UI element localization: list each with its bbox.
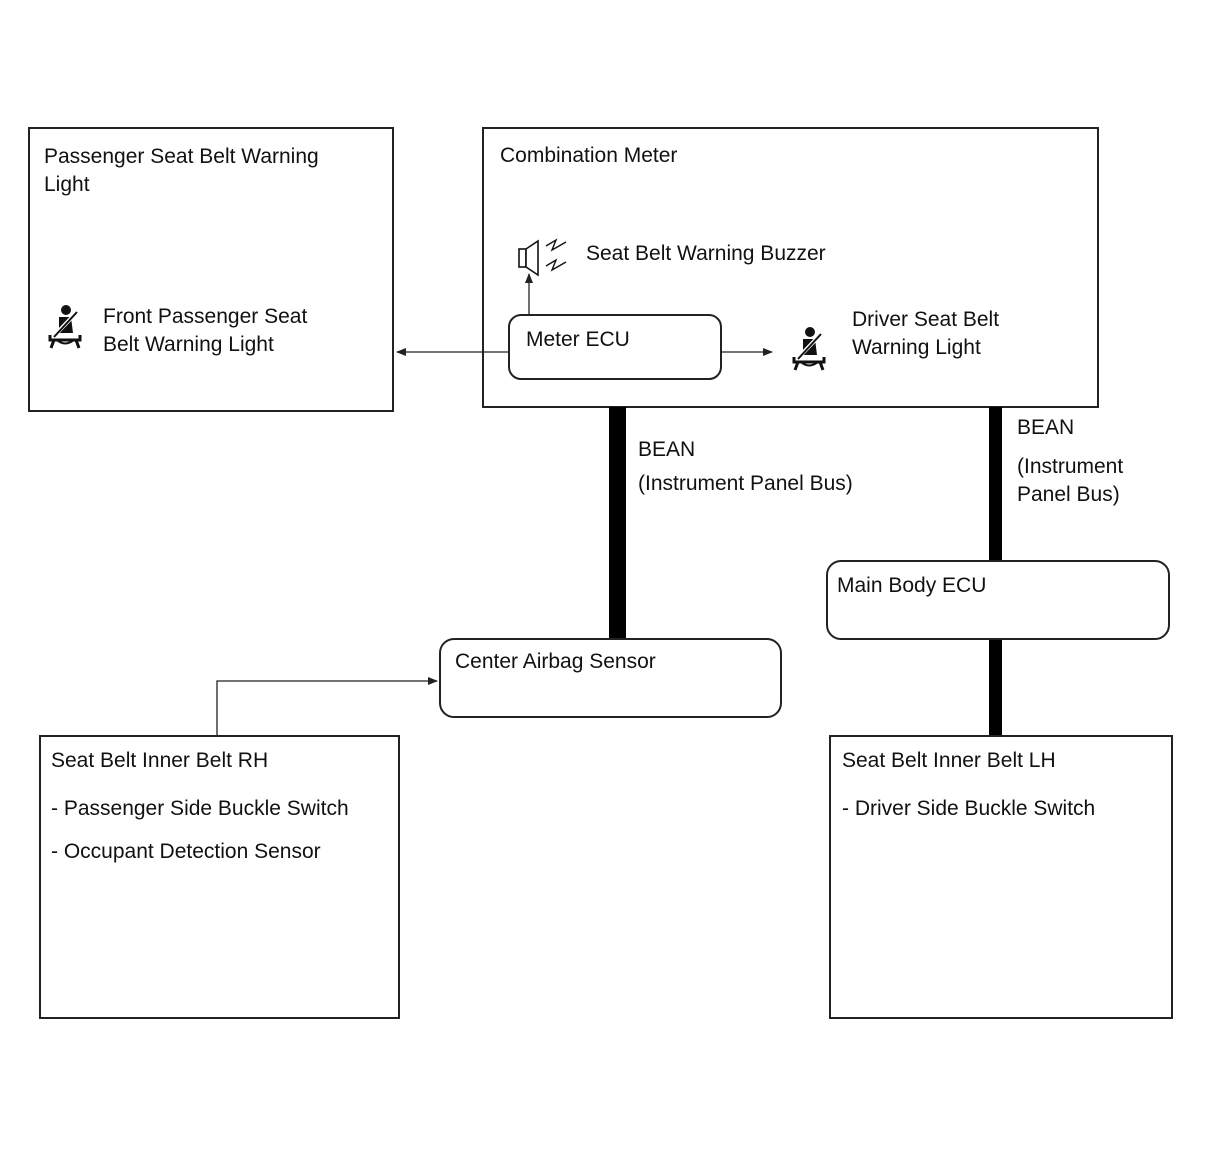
driver-light-label-2: Warning Light xyxy=(852,336,981,359)
meter-ecu-label: Meter ECU xyxy=(526,328,630,351)
inner-belt-rh-item: - Occupant Detection Sensor xyxy=(51,840,321,863)
rh-to-airbag-arrow xyxy=(216,677,438,736)
passenger-warning-light-title-1: Passenger Seat Belt Warning xyxy=(44,145,319,168)
meter-ecu-box xyxy=(508,314,722,380)
bean-bus-center xyxy=(609,407,626,639)
main-body-ecu-label: Main Body ECU xyxy=(837,574,986,597)
front-passenger-light-label-2: Belt Warning Light xyxy=(103,333,274,356)
front-passenger-light-label-1: Front Passenger Seat xyxy=(103,305,307,328)
inner-belt-rh-box xyxy=(39,735,400,1019)
passenger-warning-light-box xyxy=(28,127,394,412)
combination-meter-title: Combination Meter xyxy=(500,144,677,167)
bean-bus-right-lower xyxy=(989,640,1002,736)
inner-belt-rh-item: - Passenger Side Buckle Switch xyxy=(51,797,349,820)
inner-belt-rh-title: Seat Belt Inner Belt RH xyxy=(51,749,268,772)
bus-center-label-1: BEAN xyxy=(638,438,695,461)
center-airbag-sensor-label: Center Airbag Sensor xyxy=(455,650,656,673)
bean-bus-right-upper xyxy=(989,407,1002,561)
inner-belt-lh-box xyxy=(829,735,1173,1019)
center-airbag-sensor-box xyxy=(439,638,782,718)
bus-right-label-2: (Instrument xyxy=(1017,455,1123,478)
main-body-ecu-box xyxy=(826,560,1170,640)
driver-light-label-1: Driver Seat Belt xyxy=(852,308,999,331)
inner-belt-lh-title: Seat Belt Inner Belt LH xyxy=(842,749,1056,772)
bus-right-label-3: Panel Bus) xyxy=(1017,483,1120,506)
bus-right-label-1: BEAN xyxy=(1017,416,1074,439)
passenger-warning-light-title-2: Light xyxy=(44,173,90,196)
bus-center-label-2: (Instrument Panel Bus) xyxy=(638,472,853,495)
buzzer-label: Seat Belt Warning Buzzer xyxy=(586,242,826,265)
speaker-icon xyxy=(518,238,567,277)
inner-belt-lh-item: - Driver Side Buckle Switch xyxy=(842,797,1095,820)
